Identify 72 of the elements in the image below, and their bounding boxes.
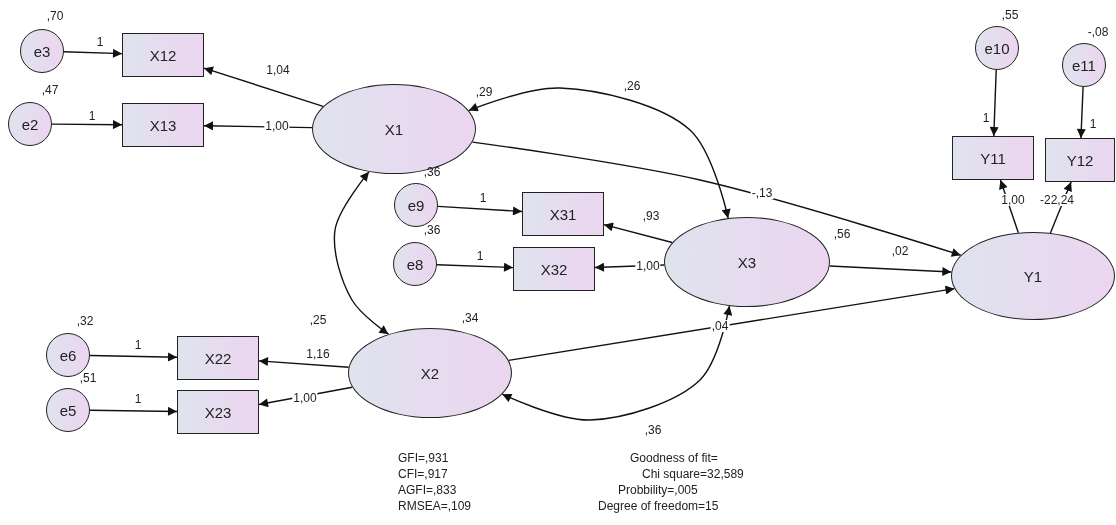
arrow [437,205,523,216]
edge-label: 1 [95,36,105,48]
arrow [51,120,123,130]
error-term-circle: e11 [1062,43,1106,87]
variance-label: -,08 [1087,26,1109,38]
fit-statistic: Probbility=,005 [618,484,698,498]
error-term-circle: e2 [8,102,52,146]
latent-variable-ellipse: X2 [348,328,512,418]
observed-variable-box: X12 [122,33,204,77]
double-headed-arrow [501,305,733,421]
edge-label: 1,00 [1000,194,1026,206]
variance-label: ,70 [46,10,64,22]
double-headed-arrow [333,171,390,335]
fit-statistic: Goodness of fit= [630,452,718,466]
observed-variable-box: Y12 [1045,138,1115,182]
fit-statistic: Degree of freedom=15 [598,500,719,514]
edge-label: 1 [1088,118,1098,130]
edge-label: 1 [133,339,143,351]
arrow [89,352,178,362]
error-term-circle: e8 [393,242,437,286]
edge-label: 1,16 [305,348,331,360]
edge-label: ,04 [710,320,730,332]
arrow [63,48,123,58]
edge-label: 1 [87,110,97,122]
edge-label: ,25 [308,314,328,326]
error-term-circle: e5 [46,388,90,432]
arrow [258,357,350,368]
edge-label: 1,00 [264,120,290,132]
observed-variable-box: X32 [513,247,595,291]
variance-label: ,36 [423,224,441,236]
edge-label: ,36 [643,424,663,436]
edge-label: -22,24 [1039,194,1075,206]
fit-statistic: AGFI=,833 [398,484,457,498]
arrow [89,406,178,416]
variance-label: ,47 [41,84,59,96]
edge-label: 1 [133,393,143,405]
error-term-circle: e3 [20,29,64,73]
variance-label: ,32 [76,315,94,327]
observed-variable-box: X23 [177,390,259,434]
edge-label: ,93 [641,210,661,222]
observed-variable-box: X13 [122,103,204,147]
edge-label: 1 [478,192,488,204]
arrow [989,69,999,137]
arrow [603,222,673,244]
fit-statistic: GFI=,931 [398,452,449,466]
arrow [1076,86,1086,139]
edge-label: -,13 [750,187,774,199]
double-headed-arrow [468,87,731,219]
observed-variable-box: X22 [177,336,259,380]
fit-statistic: RMSEA=,109 [398,500,472,514]
edge-label: 1,00 [635,260,661,272]
arrow [436,262,514,272]
latent-variable-ellipse: X3 [664,217,830,307]
variance-label: ,55 [1001,9,1019,21]
variance-label: ,34 [461,312,479,324]
variance-label: ,29 [475,86,493,98]
edge-label: 1,04 [265,64,291,76]
edge-label: ,02 [890,245,910,257]
latent-variable-ellipse: Y1 [951,232,1115,320]
edge-label: 1 [981,112,991,124]
observed-variable-box: X31 [522,192,604,236]
variance-label: ,56 [833,228,851,240]
observed-variable-box: Y11 [952,136,1034,180]
arrow [203,66,324,107]
error-term-circle: e10 [975,26,1019,70]
edge-label: ,26 [622,80,642,92]
edge-label: 1,00 [292,392,318,404]
arrow [508,285,956,362]
fit-statistic: CFI=,917 [398,468,448,482]
edge-label: 1 [475,250,485,262]
arrow [828,265,953,277]
fit-statistic: Chi square=32,589 [642,468,744,482]
